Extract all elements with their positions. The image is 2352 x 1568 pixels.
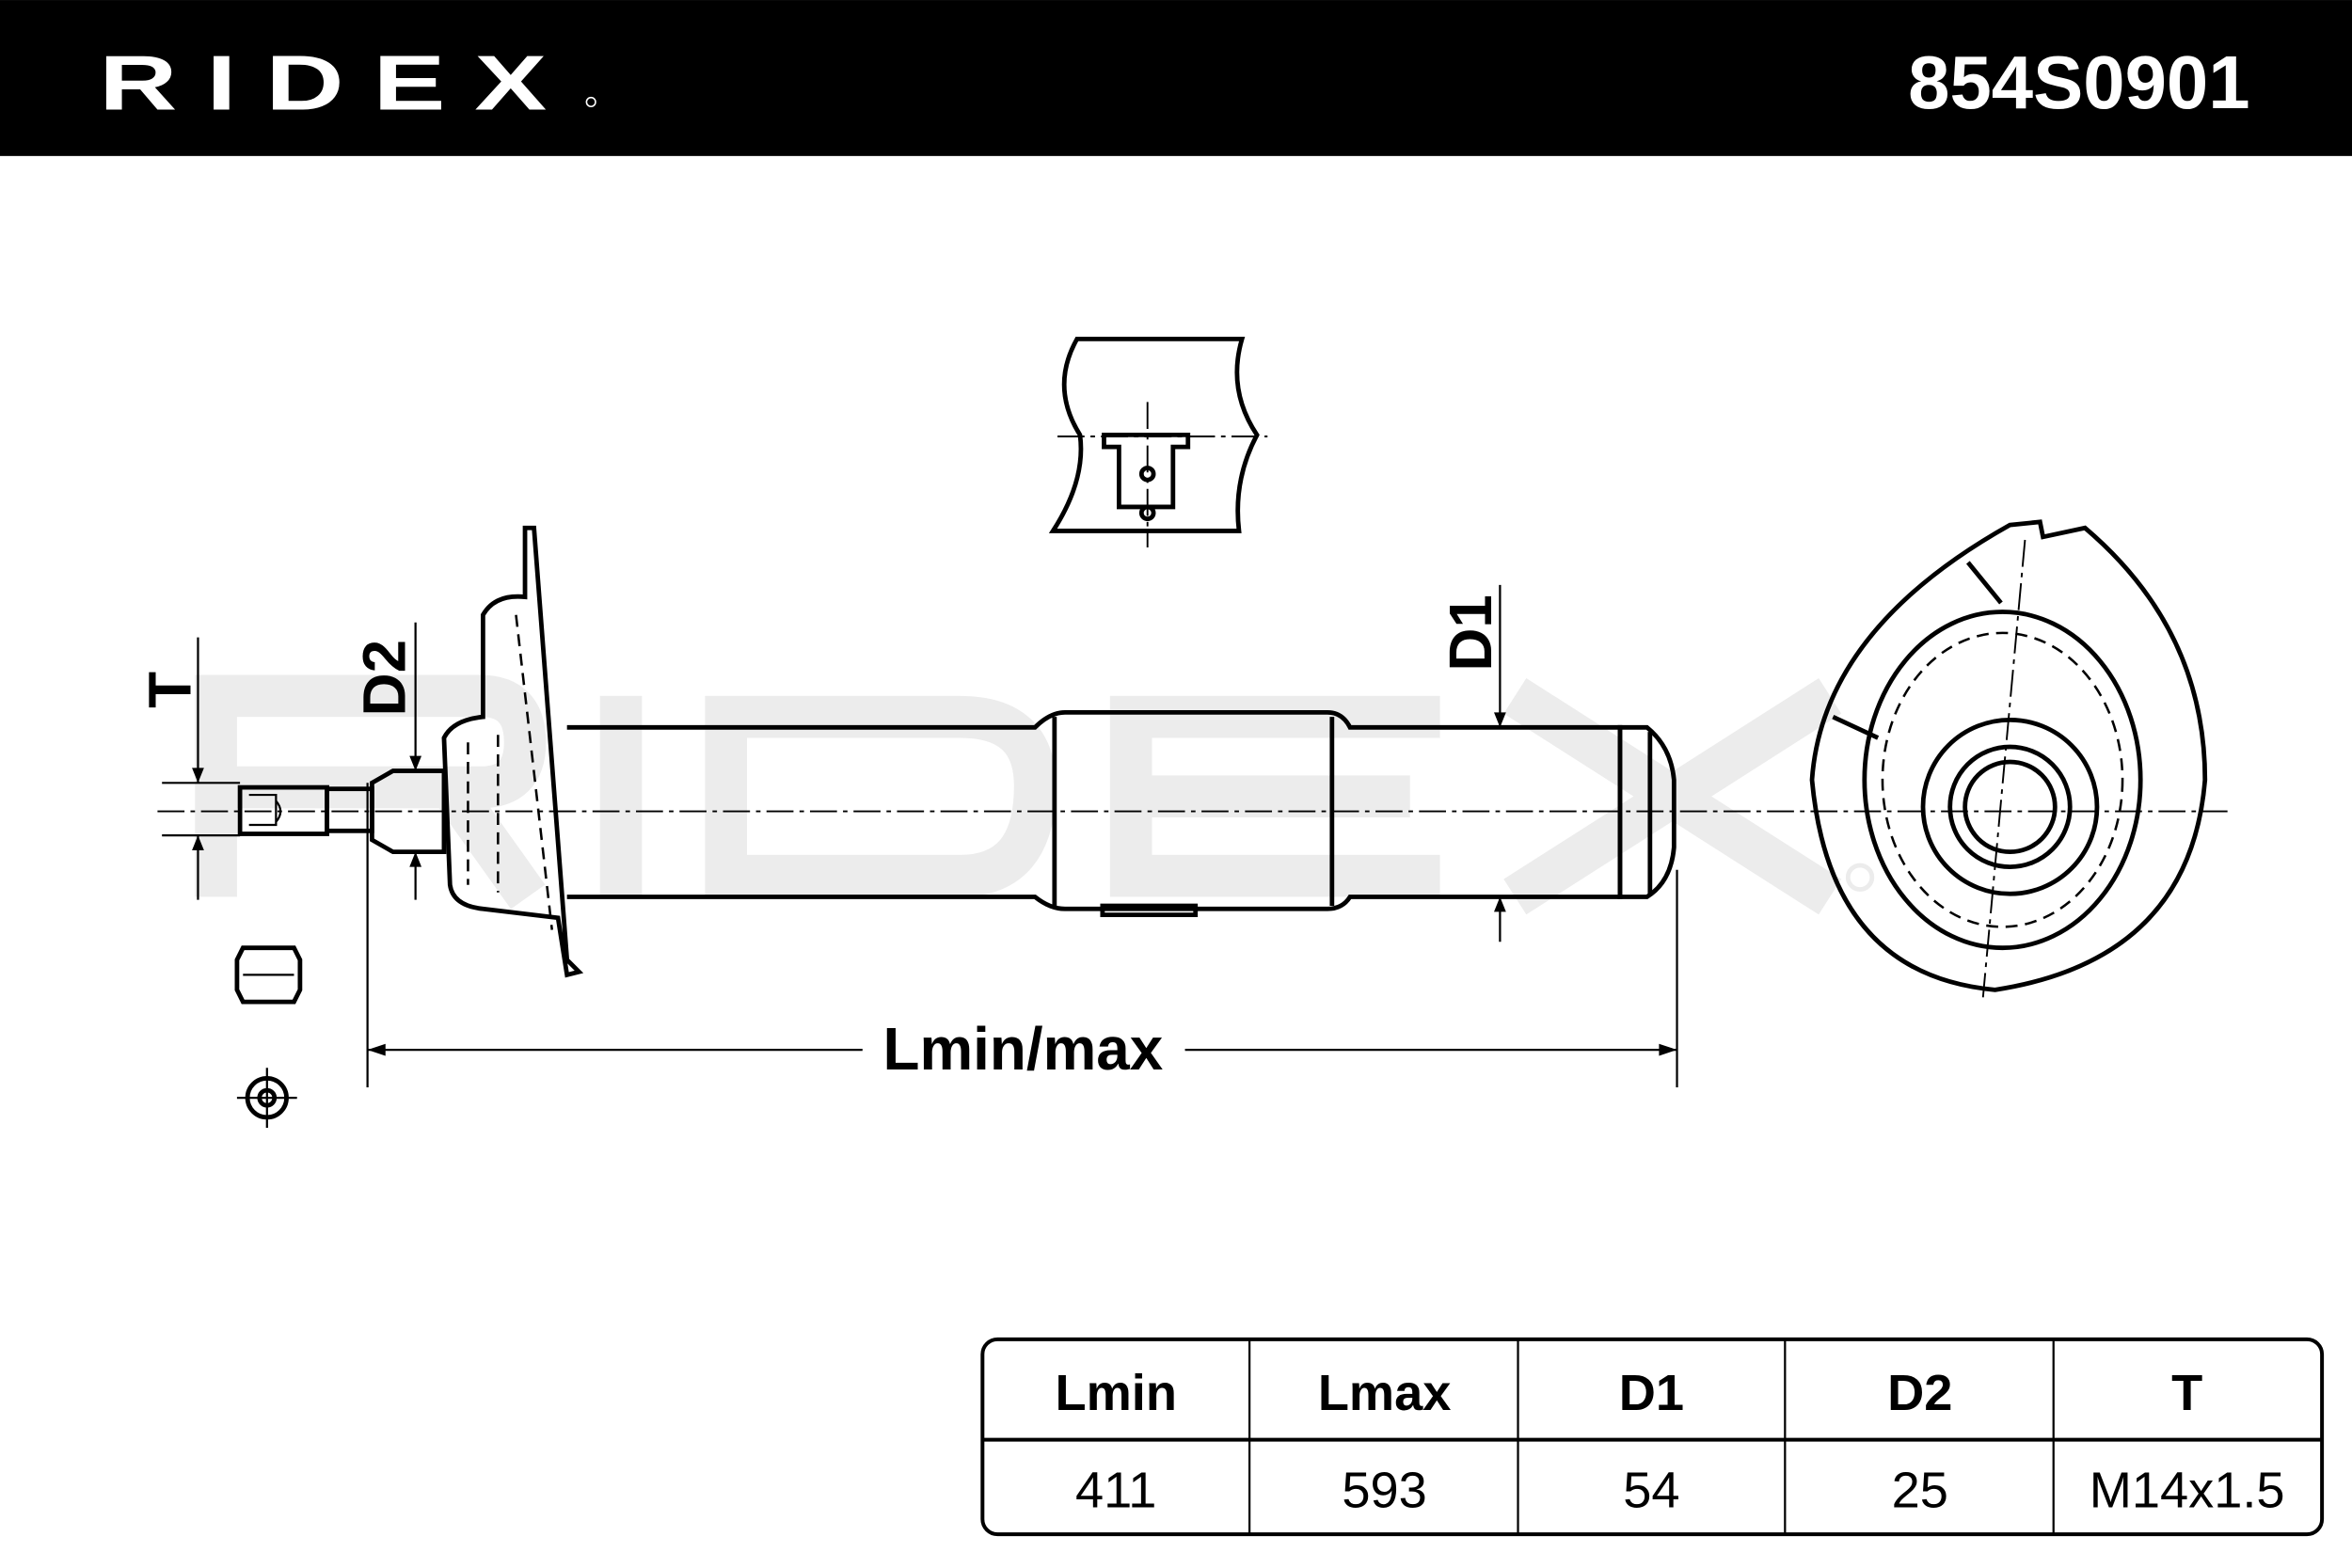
value-d1: 54 xyxy=(1623,1462,1679,1518)
value-d2: 25 xyxy=(1892,1462,1948,1518)
brand-logo: RIDEX xyxy=(99,39,576,126)
header-d2: D2 xyxy=(1887,1365,1952,1421)
registered-mark-icon xyxy=(585,96,596,108)
header-d1: D1 xyxy=(1619,1365,1684,1421)
value-t: M14x1.5 xyxy=(2090,1462,2285,1518)
dimension-d2: D2 xyxy=(350,622,444,900)
header-bar xyxy=(0,0,2352,156)
dimension-d1: D1 xyxy=(1437,584,1506,942)
strut-body xyxy=(566,709,1677,918)
top-mount xyxy=(441,525,584,978)
value-lmax: 593 xyxy=(1342,1462,1426,1518)
label-d1: D1 xyxy=(1437,594,1504,672)
header-t: T xyxy=(2171,1365,2202,1421)
dimension-length: Lmin/max xyxy=(366,783,1678,1087)
part-number: 854S0901 xyxy=(1908,40,2249,124)
header-lmin: Lmin xyxy=(1056,1365,1177,1421)
top-view xyxy=(1809,519,2208,998)
label-t: T xyxy=(135,672,203,708)
value-lmin: 411 xyxy=(1075,1462,1156,1518)
label-d2: D2 xyxy=(350,640,418,717)
label-length: Lmin/max xyxy=(883,1015,1164,1083)
spec-table: Lmin Lmax D1 D2 T 411 593 54 25 M14x1.5 xyxy=(980,1337,2325,1537)
washer-icon xyxy=(236,1068,297,1129)
header-lmax: Lmax xyxy=(1318,1365,1452,1421)
watermark-logo xyxy=(195,674,1875,915)
nut-icon xyxy=(234,945,303,1005)
bracket-detail-view xyxy=(1048,336,1268,547)
dimension-t: T xyxy=(135,637,241,900)
